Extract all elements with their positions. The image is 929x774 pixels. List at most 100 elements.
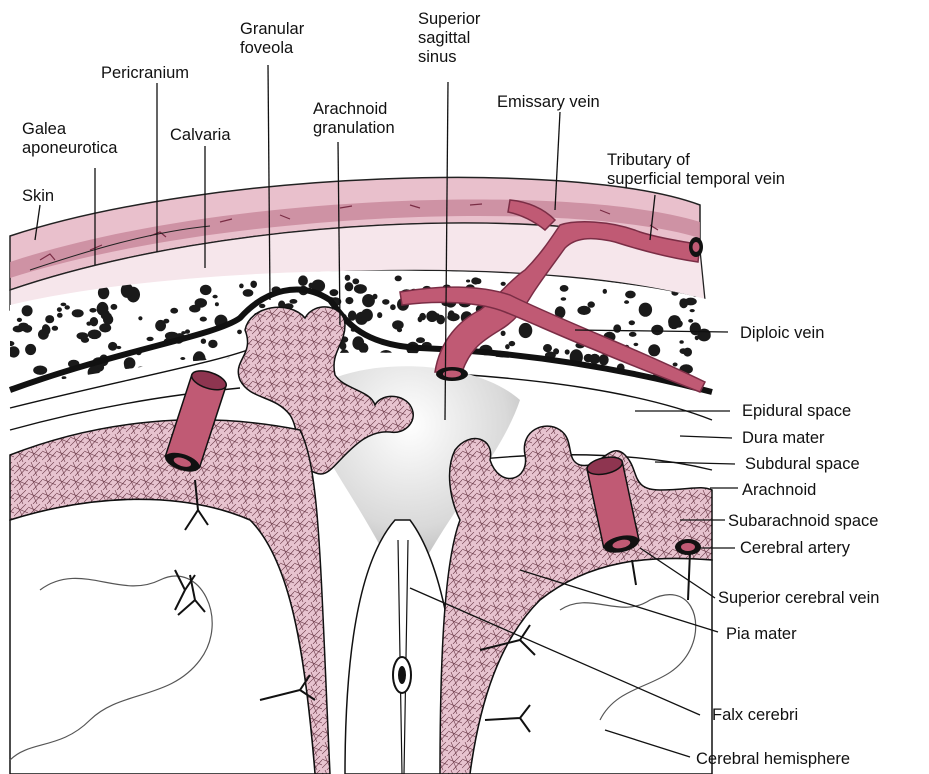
- diploe-speckle: [561, 297, 567, 300]
- label-epidural-space: Epidural space: [742, 402, 851, 421]
- diploe-speckle: [17, 318, 22, 322]
- diploe-speckle: [99, 323, 111, 332]
- diploe-speckle: [603, 289, 607, 294]
- diploe-speckle: [584, 377, 596, 385]
- diploe-speckle: [352, 278, 359, 284]
- label-falx-cerebri: Falx cerebri: [712, 706, 798, 725]
- diploe-speckle: [52, 326, 58, 331]
- diploe-speckle: [382, 352, 389, 358]
- diploe-speckle: [679, 340, 683, 344]
- diploe-speckle: [88, 366, 100, 379]
- diploe-speckle: [345, 275, 351, 281]
- diploe-speckle: [42, 324, 49, 333]
- label-arachnoid-granulation: Arachnoid granulation: [313, 100, 395, 138]
- diploe-speckle: [436, 315, 445, 325]
- diploe-speckle: [416, 337, 425, 343]
- diploe-speckle: [648, 344, 660, 356]
- label-dura-mater: Dura mater: [742, 429, 825, 448]
- diploe-speckle: [88, 330, 102, 340]
- diploe-speckle: [165, 374, 173, 380]
- diploe-speckle: [390, 304, 396, 310]
- diploe-speckle: [673, 363, 678, 367]
- diploe-speckle: [688, 319, 693, 323]
- diploe-speckle: [639, 303, 652, 317]
- diploe-speckle: [338, 366, 351, 375]
- diploe-speckle: [624, 300, 629, 304]
- diploe-speckle: [309, 283, 314, 289]
- diploe-speckle: [497, 356, 511, 366]
- label-tributary: Tributary of superficial temporal vein: [607, 151, 785, 189]
- diploe-speckle: [634, 343, 639, 346]
- diploe-speckle: [181, 331, 186, 334]
- diploe-speckle: [116, 346, 121, 349]
- diploe-speckle: [239, 284, 244, 289]
- diploe-speckle: [163, 319, 169, 324]
- diploe-speckle: [679, 298, 688, 308]
- diploe-speckle: [380, 350, 392, 359]
- diploe-speckle: [175, 374, 181, 381]
- diploe-speckle: [345, 282, 354, 291]
- diploe-speckle: [340, 349, 350, 360]
- diploe-speckle: [330, 289, 339, 296]
- diploe-speckle: [139, 377, 145, 384]
- diploe-speckle: [481, 366, 487, 372]
- diploe-speckle: [577, 306, 590, 315]
- diploe-speckle: [447, 313, 459, 321]
- diploe-speckle: [77, 332, 89, 339]
- diploe-speckle: [521, 370, 525, 375]
- diploe-speckle: [90, 317, 98, 326]
- diploe-speckle: [147, 337, 154, 341]
- diploe-speckle: [690, 309, 695, 312]
- diploe-speckle: [467, 361, 473, 365]
- diploe-speckle: [224, 358, 233, 366]
- diploe-speckle: [362, 294, 375, 307]
- diploe-speckle: [589, 354, 600, 364]
- label-pericranium: Pericranium: [101, 64, 189, 83]
- diploe-speckle: [200, 317, 207, 322]
- label-pia-mater: Pia mater: [726, 625, 797, 644]
- diploe-speckle: [565, 349, 570, 354]
- diploe-speckle: [61, 303, 67, 307]
- diploe-speckle: [108, 342, 117, 351]
- diploe-speckle: [170, 308, 178, 314]
- diploe-speckle: [382, 299, 389, 305]
- diploe-speckle: [697, 329, 711, 342]
- diploe-speckle: [6, 341, 15, 346]
- diploe-speckle: [219, 366, 229, 374]
- diploe-speckle: [377, 312, 382, 318]
- diploe-speckle: [588, 301, 595, 307]
- diploe-speckle: [200, 285, 212, 295]
- diploe-speckle: [22, 305, 33, 316]
- diploe-speckle: [560, 285, 569, 292]
- label-galea-aponeurotica: Galea aponeurotica: [22, 120, 117, 158]
- diploe-speckle: [89, 308, 96, 313]
- diploe-speckle: [45, 315, 54, 323]
- diploe-speckle: [25, 344, 36, 355]
- diploe-speckle: [180, 357, 185, 360]
- diploe-speckle: [201, 339, 206, 344]
- diploe-speckle: [506, 362, 514, 370]
- diploe-speckle: [501, 331, 506, 336]
- diploe-speckle: [250, 281, 257, 288]
- diploe-speckle: [418, 316, 423, 322]
- diploe-speckle: [97, 302, 109, 316]
- diploe-speckle: [629, 320, 635, 325]
- diploe-speckle: [136, 367, 145, 375]
- diploe-speckle: [213, 295, 218, 299]
- diploe-speckle: [361, 309, 373, 322]
- diploe-speckle: [111, 304, 118, 310]
- label-subdural-space: Subdural space: [745, 455, 860, 474]
- label-cerebral-artery: Cerebral artery: [740, 539, 850, 558]
- diploe-speckle: [501, 282, 506, 286]
- label-emissary-vein: Emissary vein: [497, 93, 600, 112]
- label-granular-foveola: Granular foveola: [240, 20, 304, 58]
- diploe-speckle: [298, 275, 308, 286]
- diploe-speckle: [471, 277, 480, 284]
- diploe-speckle: [138, 316, 142, 320]
- diploe-speckle: [125, 381, 133, 387]
- diploe-speckle: [377, 363, 382, 367]
- diploe-speckle: [359, 343, 369, 353]
- diploe-speckle: [505, 344, 510, 349]
- diploe-speckle: [594, 375, 602, 382]
- diploe-speckle: [683, 348, 692, 357]
